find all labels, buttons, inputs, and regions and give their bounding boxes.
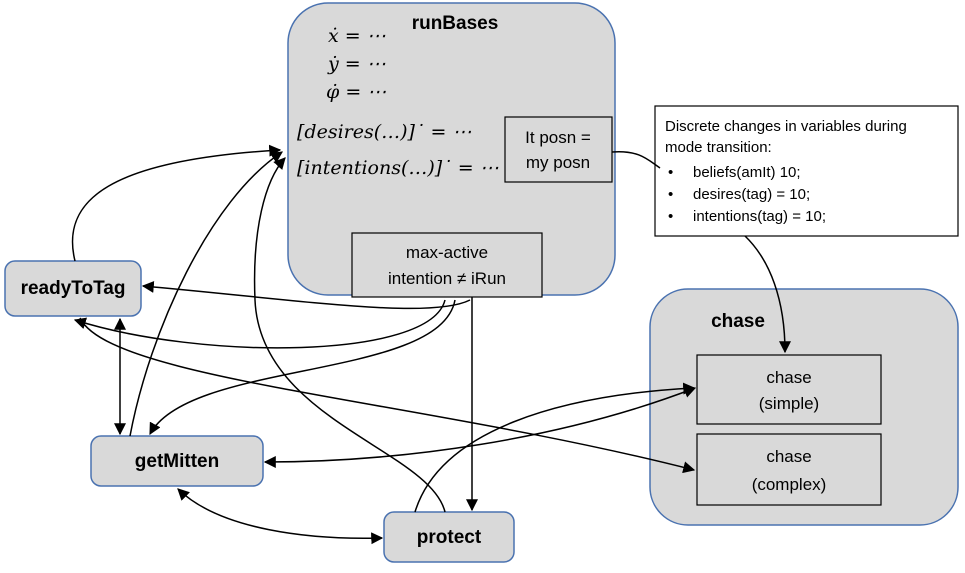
guard-posn-line-2: my posn [526, 153, 590, 172]
edge-guard-to-note [611, 151, 661, 169]
note-header-1: Discrete changes in variables during [665, 118, 907, 135]
guard-intention-line-1: max-active [406, 243, 488, 262]
note-bullet-2: desires(tag) = 10; [693, 186, 810, 203]
note-bullet-1: beliefs(amIt) 10; [693, 164, 801, 181]
runBases-title: runBases [412, 13, 499, 34]
note-header-2: mode transition: [665, 139, 772, 156]
guard-posn-box: It posn = my posn [504, 116, 613, 183]
runBases-node: runBases ẋ = ⋯ ẏ = ⋯ φ̇ = ⋯ [desires(…)]… [287, 2, 616, 298]
svg-text:•: • [668, 164, 673, 181]
chase-complex-box: chase (complex) [696, 433, 882, 506]
guard-intention-box: max-active intention ≠ iRun [351, 232, 543, 298]
svg-text:•: • [668, 186, 673, 203]
edge-readyToTag-to-chaseComplex [79, 317, 696, 474]
chase-complex-line-2: (complex) [752, 475, 827, 494]
edge-protect-to-chaseSimple [414, 382, 696, 513]
chase-node: chase chase (simple) chase (complex) [649, 288, 959, 526]
chase-complex-line-1: chase [766, 447, 811, 466]
equation-phi: φ̇ = ⋯ [326, 81, 386, 103]
edge-chaseSimple-getMitten [263, 386, 697, 468]
guard-intention-line-2: intention ≠ iRun [388, 269, 506, 288]
svg-text:•: • [668, 208, 673, 225]
equation-desires: [desires(…)]˙ = ⋯ [297, 121, 471, 143]
edge-runBases-to-getMitten [149, 299, 456, 436]
chase-simple-line-1: chase [766, 368, 811, 387]
transition-note: Discrete changes in variables during mod… [654, 105, 959, 237]
edge-getMitten-protect [177, 488, 384, 545]
edge-getMitten-to-runBases [129, 151, 283, 437]
protect-node: protect [383, 511, 515, 563]
protect-title: protect [417, 527, 482, 548]
edge-readyToTag-to-runBases [71, 144, 282, 262]
chase-simple-box: chase (simple) [696, 354, 882, 425]
edges [71, 144, 791, 545]
edge-note-to-chaseSimple [744, 235, 791, 354]
getMitten-title: getMitten [135, 451, 219, 472]
equation-y: ẏ = ⋯ [327, 53, 386, 75]
edge-runBases-to-readyToTag [73, 299, 446, 349]
equation-x: ẋ = ⋯ [328, 25, 386, 47]
readyToTag-node: readyToTag [4, 260, 142, 317]
guard-posn-line-1: It posn = [525, 128, 591, 147]
note-bullet-3: intentions(tag) = 10; [693, 208, 826, 225]
getMitten-node: getMitten [90, 435, 264, 487]
chase-simple-line-2: (simple) [759, 394, 819, 413]
chase-title: chase [711, 311, 765, 332]
readyToTag-title: readyToTag [21, 278, 126, 299]
edge-runBases-to-readyToTag-upper [141, 280, 471, 310]
equation-intentions: [intentions(…)]˙ = ⋯ [297, 157, 499, 179]
